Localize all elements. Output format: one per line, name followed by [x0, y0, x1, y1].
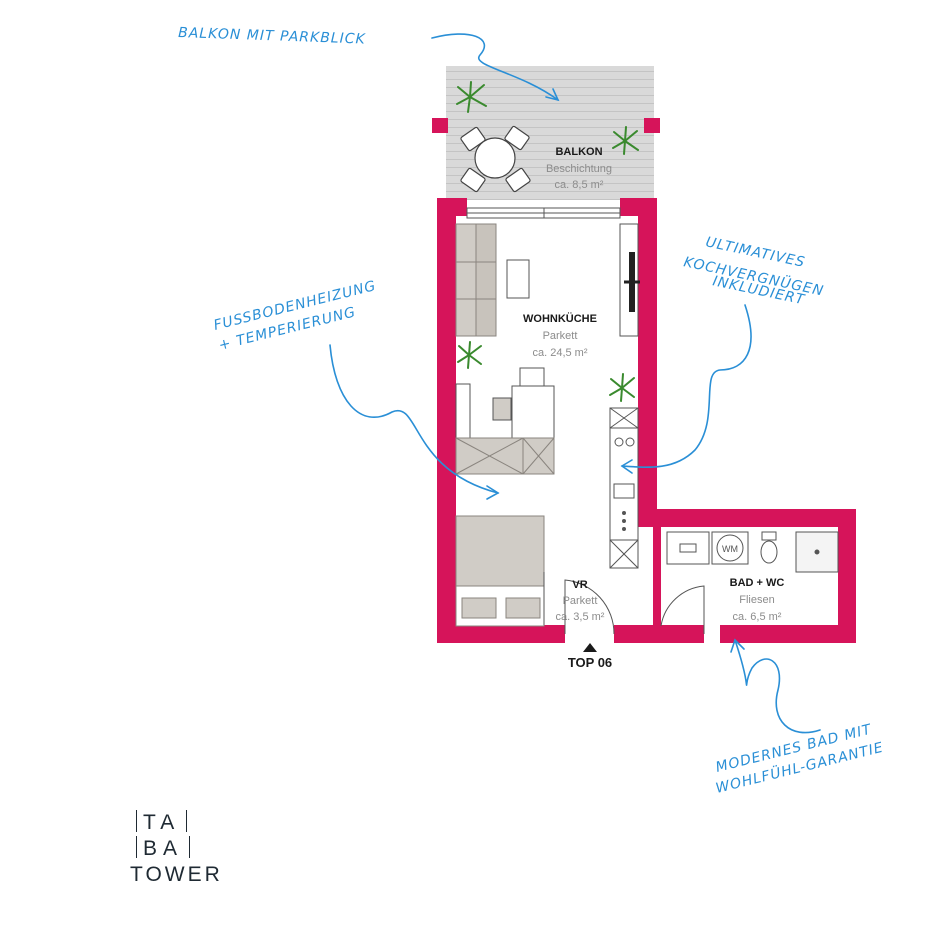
bathroom-fixtures [666, 531, 839, 573]
vr-area: ca. 3,5 m² [556, 611, 605, 623]
kitchen-counter-top [619, 223, 640, 337]
dining-set-icon [492, 367, 555, 439]
bathroom-door [660, 585, 705, 634]
sink-icon [613, 483, 635, 499]
wm-label: WM [722, 544, 738, 554]
vr-name: VR [572, 579, 587, 591]
sideboard-icon [455, 437, 555, 475]
hob-icon [614, 437, 624, 447]
arrow-bath [734, 639, 821, 734]
entrance-marker-icon [583, 643, 597, 652]
wohnkueche-area: ca. 24,5 m² [532, 347, 587, 359]
bad-material: Fliesen [739, 594, 774, 606]
wohnkueche-name: WOHNKÜCHE [523, 312, 597, 325]
balcony-wall-right [644, 118, 660, 133]
taba-tower-logo: TA BA TOWER [130, 810, 223, 888]
arrow-balcony [431, 33, 559, 101]
wohnkueche-material: Parkett [543, 330, 578, 342]
bad-name: BAD + WC [730, 577, 785, 589]
washbasin-icon [679, 543, 697, 553]
bed-icon [455, 515, 545, 627]
kitchen-unit [609, 407, 639, 569]
balcony-wall-left [432, 118, 448, 133]
balkon-area: ca. 8,5 m² [555, 179, 604, 191]
balkon-name: BALKON [555, 146, 602, 158]
entrance-label: TOP 06 [568, 655, 612, 670]
balkon-material: Beschichtung [546, 163, 612, 175]
arrow-kitchen [621, 304, 752, 469]
balcony: BALKON Beschichtung ca. 8,5 m² [432, 66, 660, 200]
sofa-icon [455, 223, 497, 337]
exterior-walls [437, 198, 856, 643]
logo-tower: TOWER [130, 863, 223, 886]
bad-area: ca. 6,5 m² [733, 611, 782, 623]
plant-icon [457, 341, 482, 369]
plant-icon [609, 373, 635, 402]
balcony-table-icon [460, 125, 531, 193]
plant-icon [456, 81, 487, 113]
cabinet-icon [455, 383, 471, 439]
arrow-heating [329, 344, 499, 494]
coffee-table-icon [506, 259, 530, 299]
entrance-door [543, 572, 615, 635]
annotation-balcony: BALKON MIT PARKBLICK [178, 25, 367, 48]
plant-icon [612, 126, 639, 155]
logo-ba: BA [143, 837, 184, 860]
vr-material: Parkett [563, 595, 598, 607]
window [466, 207, 621, 219]
logo-ta: TA [143, 811, 181, 834]
toilet-icon [760, 540, 778, 564]
